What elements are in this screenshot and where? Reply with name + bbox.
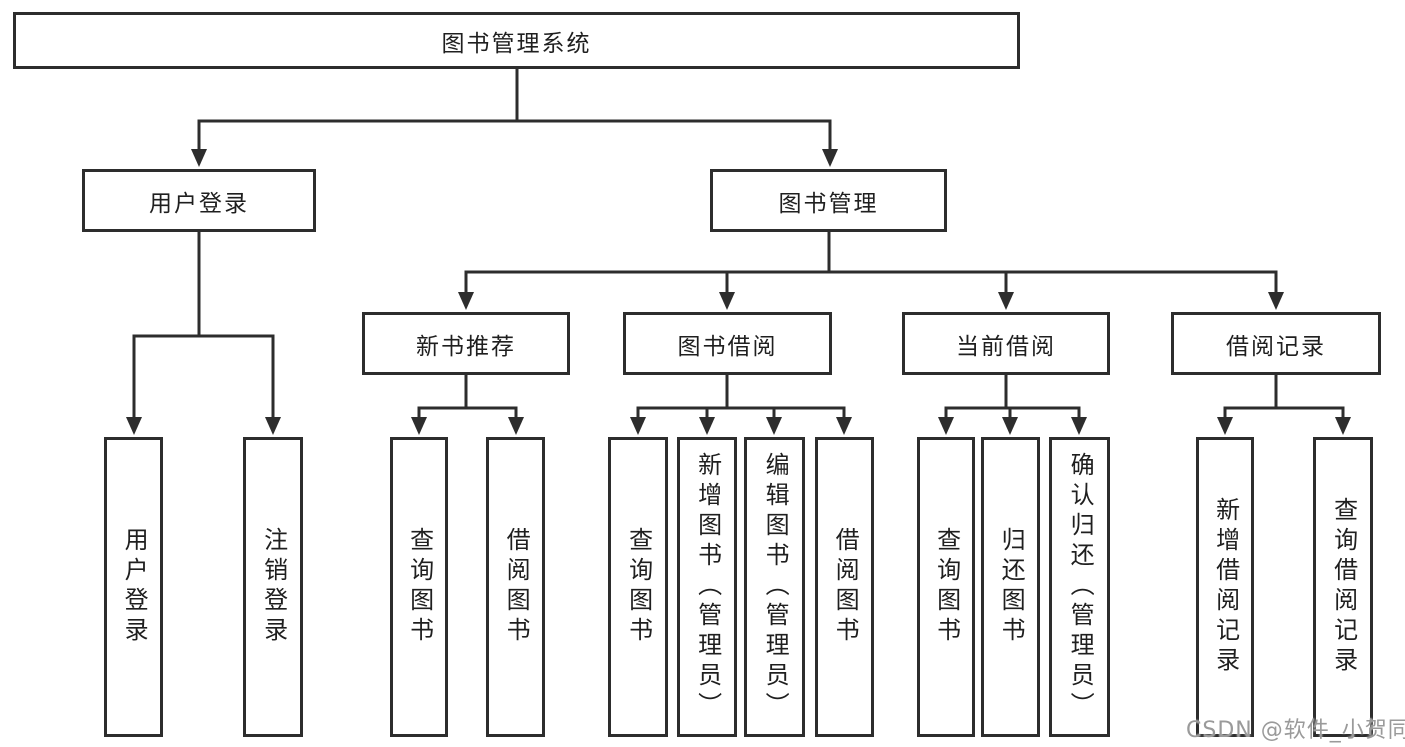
node-library-management-system: 图书管理系统 — [13, 12, 1020, 69]
leaf-label: 新增图书（管理员） — [693, 452, 722, 722]
leaf-add-book-admin: 新增图书（管理员） — [677, 437, 737, 737]
leaf-label: 注销登录 — [259, 527, 288, 647]
leaf-user-login: 用户登录 — [104, 437, 163, 737]
leaf-label: 用户登录 — [120, 527, 149, 647]
leaf-label: 借阅图书 — [831, 527, 860, 647]
leaf-label: 查询图书 — [405, 527, 434, 647]
leaf-add-borrow-record: 新增借阅记录 — [1196, 437, 1254, 737]
leaf-label: 归还图书 — [997, 527, 1026, 647]
watermark-csdn: CSDN @软件_小贺同学 — [1186, 718, 1405, 743]
leaf-label: 新增借阅记录 — [1211, 497, 1240, 677]
leaf-confirm-return-admin: 确认归还（管理员） — [1049, 437, 1110, 737]
node-label: 图书管理系统 — [441, 30, 592, 57]
leaf-borrow-books-recommend: 借阅图书 — [486, 437, 545, 737]
leaf-label: 编辑图书（管理员） — [761, 452, 790, 722]
leaf-query-books-borrowing: 查询图书 — [608, 437, 668, 737]
leaf-label: 查询图书 — [932, 527, 961, 647]
leaf-label: 查询图书 — [624, 527, 653, 647]
leaf-label: 确认归还（管理员） — [1066, 452, 1095, 722]
node-book-borrowing: 图书借阅 — [623, 312, 832, 375]
leaf-label: 查询借阅记录 — [1329, 497, 1358, 677]
node-user-login: 用户登录 — [82, 169, 316, 232]
node-current-borrowing: 当前借阅 — [902, 312, 1110, 375]
node-book-management: 图书管理 — [710, 169, 947, 232]
node-label: 新书推荐 — [416, 333, 516, 360]
leaf-label: 借阅图书 — [502, 527, 531, 647]
node-new-book-recommendation: 新书推荐 — [362, 312, 570, 375]
leaf-query-books-recommend: 查询图书 — [390, 437, 448, 737]
leaf-borrow-books-borrowing: 借阅图书 — [815, 437, 874, 737]
leaf-return-books: 归还图书 — [981, 437, 1040, 737]
node-label: 借阅记录 — [1226, 333, 1326, 360]
node-label: 图书管理 — [778, 190, 879, 217]
node-label: 用户登录 — [149, 190, 249, 217]
node-label: 图书借阅 — [677, 333, 778, 360]
leaf-query-borrow-record: 查询借阅记录 — [1313, 437, 1373, 737]
node-label: 当前借阅 — [956, 333, 1056, 360]
node-borrowing-records: 借阅记录 — [1171, 312, 1381, 375]
leaf-edit-book-admin: 编辑图书（管理员） — [744, 437, 805, 737]
leaf-logout: 注销登录 — [243, 437, 303, 737]
leaf-query-books-current: 查询图书 — [917, 437, 975, 737]
